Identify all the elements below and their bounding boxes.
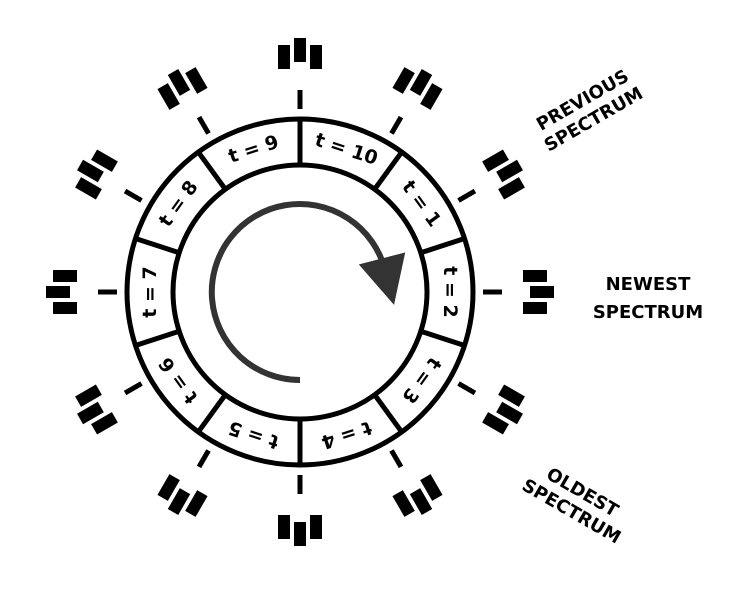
spectrum-bar [157,474,180,501]
spectrum-bar [420,83,443,110]
buffer-slot-label: t = 9 [226,131,282,168]
spectrum-bar [294,522,306,546]
buffer-slot-label: t = 2 [439,266,461,317]
spectrum-bar [185,490,208,517]
spectrum-connector [196,115,211,135]
segment-divider [420,236,466,256]
segment-divider [134,236,180,256]
spectrum-bar [523,302,547,314]
spectrum-connector [123,188,143,203]
spectrum-bar [310,45,322,69]
spectrum-bar [46,286,70,298]
spectrum-icon [278,38,322,69]
spectrum-bar [77,159,104,183]
segment-divider [196,150,228,191]
spectrum-bar [409,488,433,515]
spectrum-connector [457,188,477,203]
spectrum-icon [392,474,443,517]
spectrum-bar [409,69,433,96]
buffer-slot-label: t = 4 [318,416,374,453]
spectrum-icon [157,474,208,517]
spectrum-icon [75,384,118,435]
spectrum-bar [530,286,554,298]
spectrum-bar [185,67,208,94]
spectrum-bar [498,177,525,200]
spectrum-bar [278,515,290,539]
spectrum-icon [46,270,77,314]
spectrum-bar [310,515,322,539]
spectrum-icon [75,149,118,200]
buffer-slot-label: t = 5 [226,416,282,453]
spectrum-bar [392,490,415,517]
spectrum-bar [53,302,77,314]
ring-outer-border [124,116,476,468]
spectrum-bar [420,474,443,501]
spectrum-connector [196,449,211,469]
spectrum-bar [496,159,523,183]
segment-divider [420,328,466,348]
spectrum-connector [123,381,143,396]
oldest-spectrum-label: OLDEST SPECTRUM [518,464,624,549]
spectrum-icon [482,149,525,200]
spectrum-bar [278,45,290,69]
spectrum-bar [482,412,509,435]
spectrum-bar [523,270,547,282]
spectrum-bar [91,149,118,172]
spectrum-icon [482,384,525,435]
newest-label-line2: SPECTRUM [593,302,703,323]
spectrum-connector [389,115,404,135]
segment-divider [134,328,180,348]
newest-spectrum-label: NEWEST SPECTRUM [593,274,703,323]
spectrum-bar [91,412,118,435]
spectrum-bar [482,149,509,172]
spectrum-connector [389,449,404,469]
spectrum-connector [457,381,477,396]
previous-spectrum-label: PREVIOUS SPECTRUM [533,66,647,157]
segment-divider [372,150,404,191]
buffer-slot-label: t = 7 [139,266,161,317]
spectrum-bar [53,270,77,282]
spectrum-bar [167,69,191,96]
spectrum-bar [392,67,415,94]
spectrum-bar [498,384,525,407]
spectrum-icon [392,67,443,110]
spectrum-bar [77,401,104,425]
spectrum-icon [157,67,208,110]
spectrum-bar [75,177,102,200]
rotation-arrow [208,201,406,384]
spectrum-bar [75,384,102,407]
segment-divider [196,393,228,434]
spectrum-bar [167,488,191,515]
newest-label-line1: NEWEST [606,274,691,295]
segment-divider [372,393,404,434]
spectrum-icon [523,270,554,314]
spectrum-bar [294,38,306,62]
spectrum-bar [496,401,523,425]
spectrum-bar [157,83,180,110]
spectrum-icon [278,515,322,546]
